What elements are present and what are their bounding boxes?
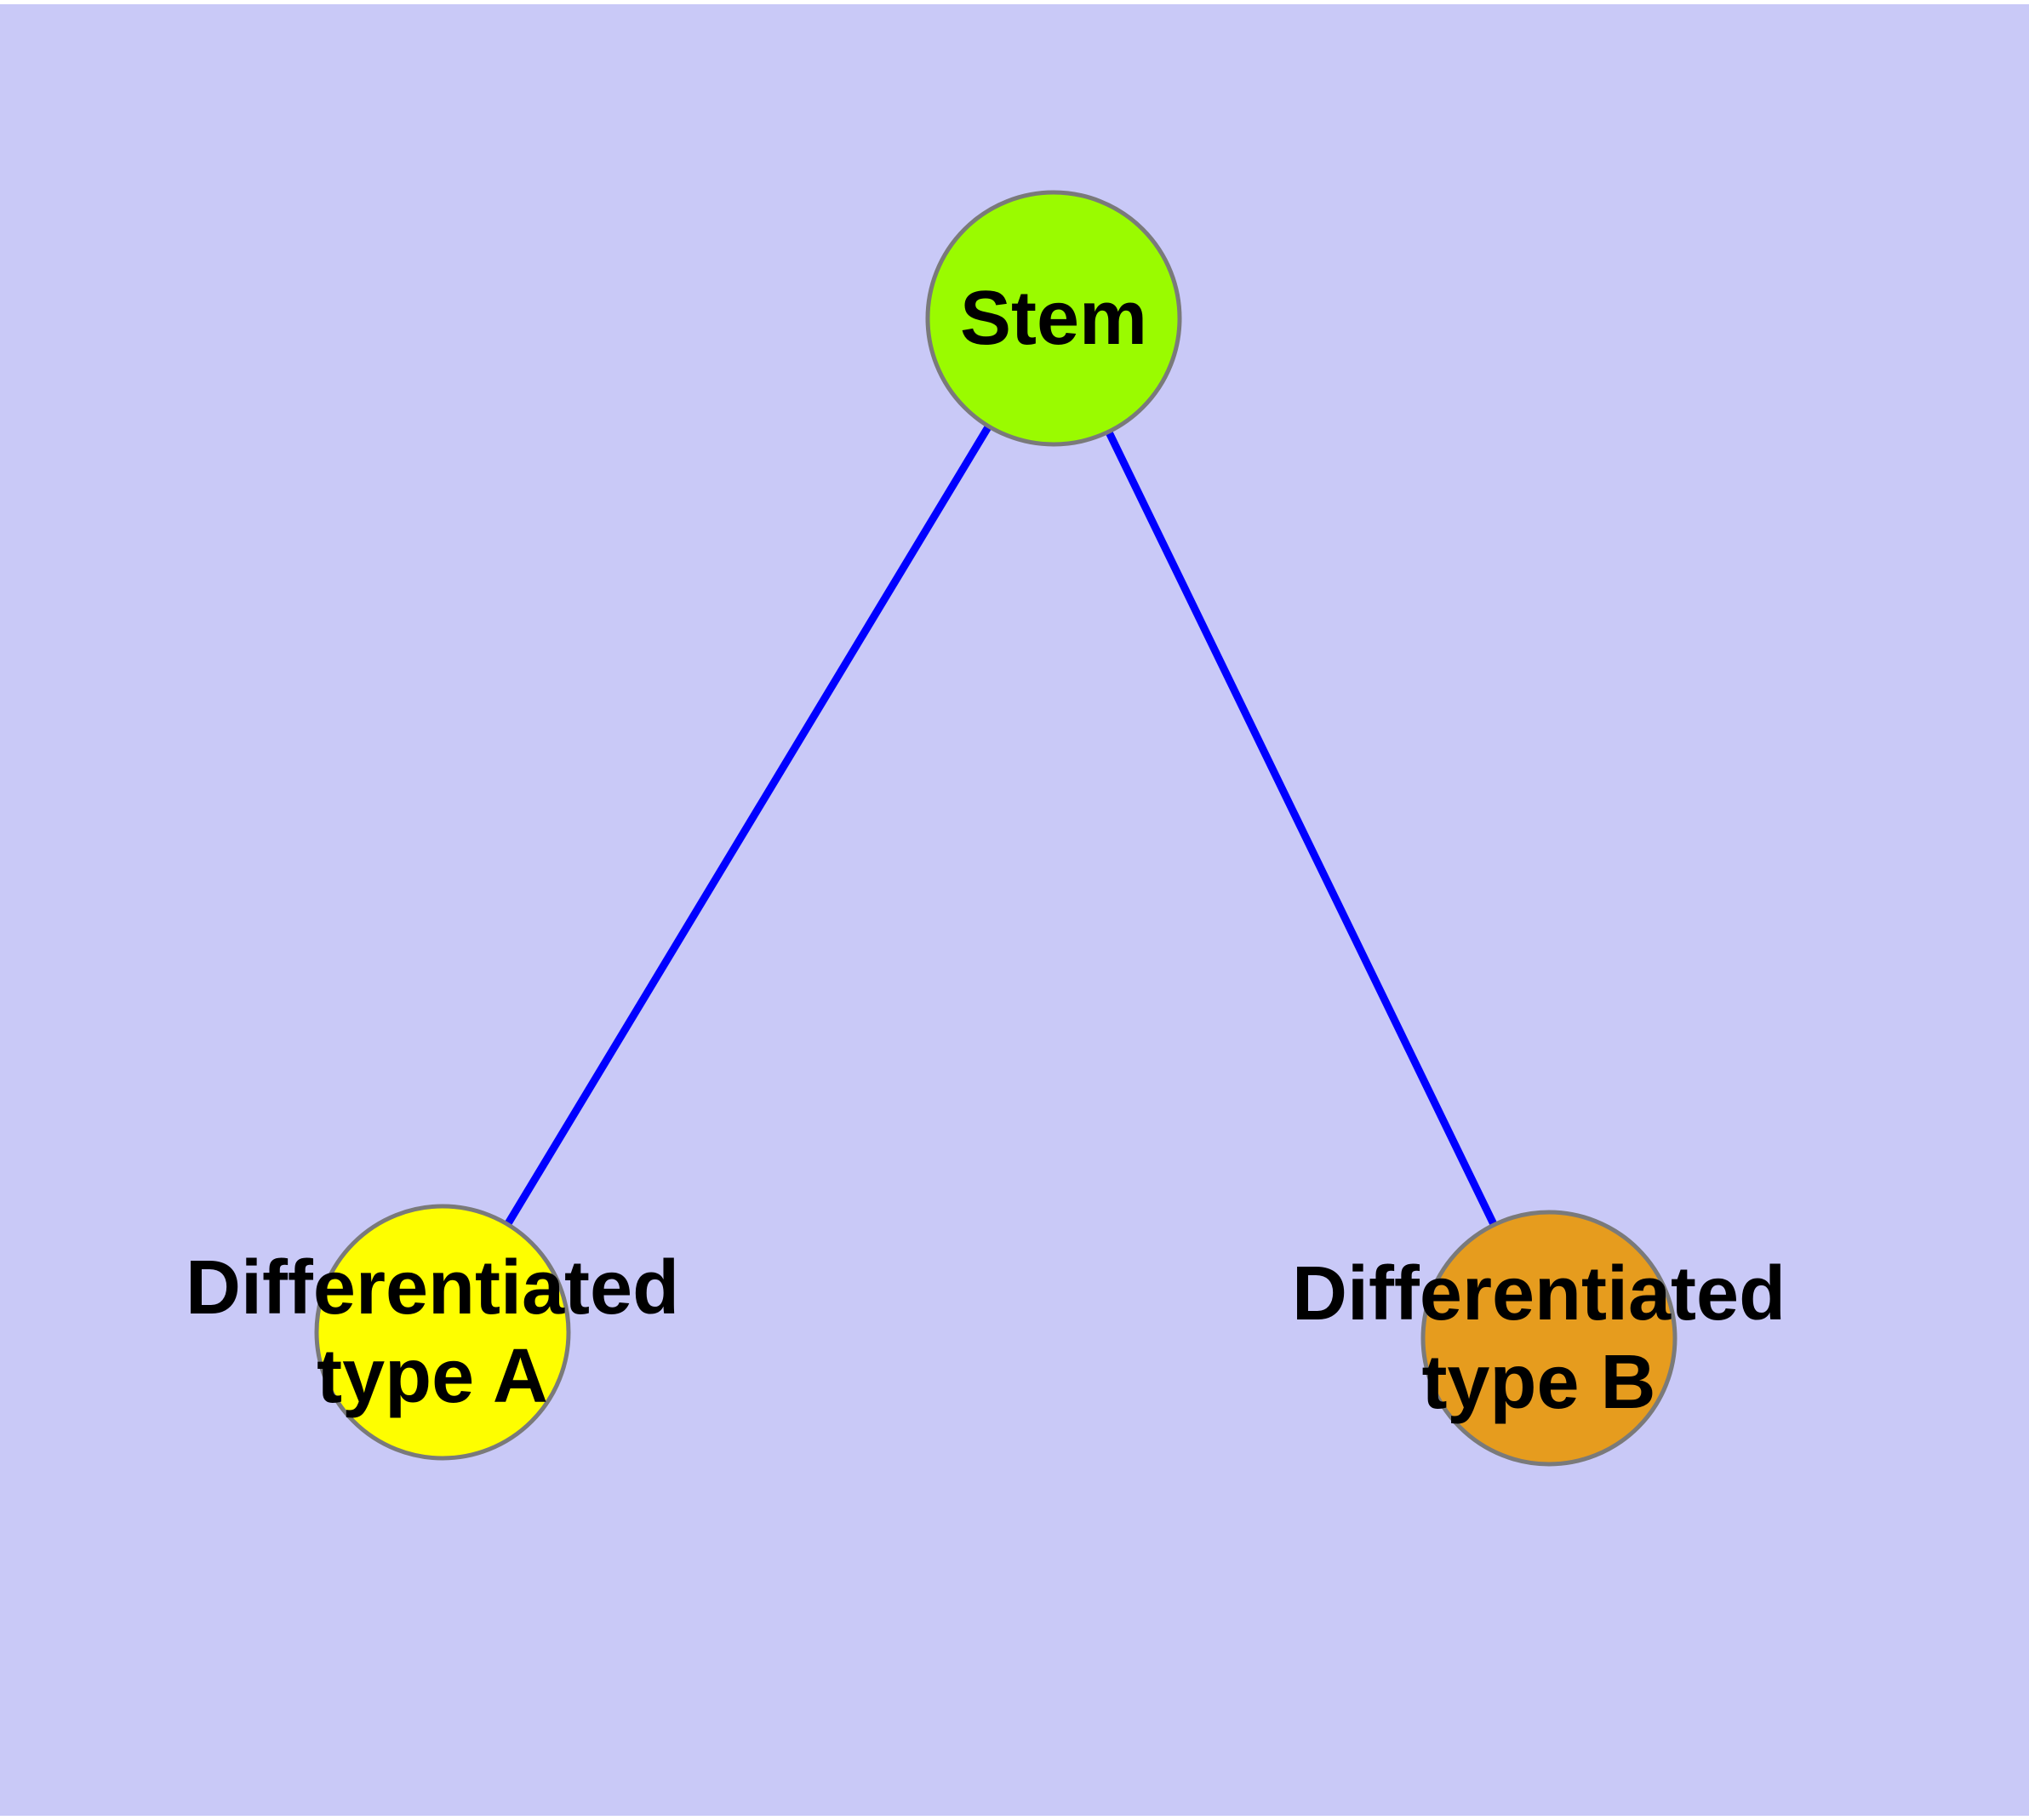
node-stem-circle <box>925 190 1182 447</box>
edge-stem-to-type-a <box>439 316 1057 1335</box>
node-type-b-label: Differentiated type B <box>1292 1250 1786 1427</box>
node-type-b-label-line1: Differentiated <box>1291 1251 1786 1336</box>
node-type-a-label-line2: type A <box>317 1334 548 1419</box>
edge-stem-to-type-b <box>1049 317 1553 1340</box>
diagram-canvas: Stem Differentiated type A Differentiate… <box>0 4 2029 1816</box>
node-type-a-label: Differentiated type A <box>186 1244 679 1421</box>
node-type-b-label-line2: type B <box>1421 1340 1656 1425</box>
node-type-b-circle <box>1420 1210 1677 1467</box>
node-type-a-circle <box>314 1204 571 1461</box>
graph-svg <box>314 190 1677 1467</box>
node-stem-label-text: Stem <box>959 276 1148 361</box>
node-type-a-label-line1: Differentiated <box>185 1245 680 1331</box>
node-stem-label: Stem <box>960 274 1147 363</box>
